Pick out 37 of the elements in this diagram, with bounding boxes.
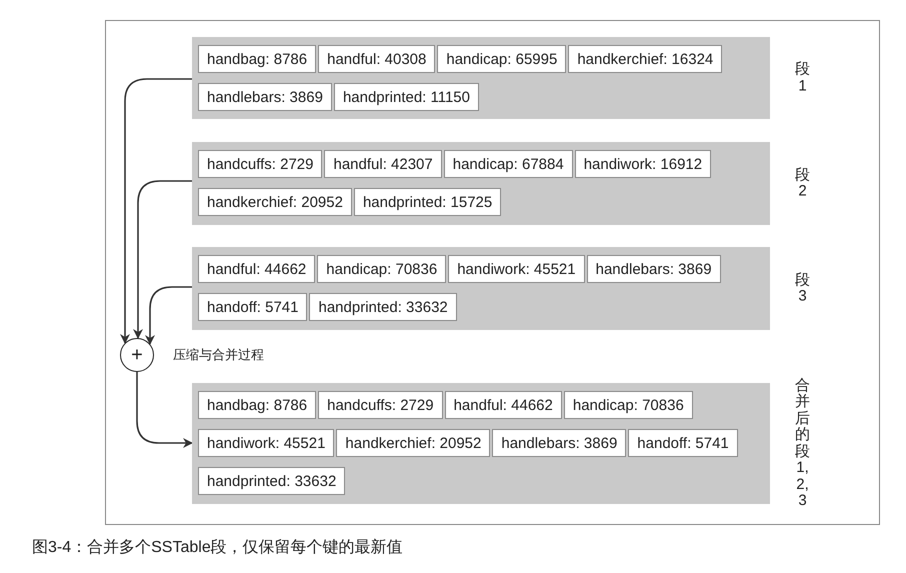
key-value-entry: handlebars: 3869 xyxy=(198,83,332,111)
key-value-entry: handkerchief: 16324 xyxy=(568,45,722,73)
key-value-entry: handlebars: 3869 xyxy=(586,255,721,283)
key-value-entry: handprinted: 33632 xyxy=(309,293,457,321)
figure-caption: 图3-4：合并多个SSTable段，仅保留每个键的最新值 xyxy=(32,538,403,558)
key-value-entry: handful: 40308 xyxy=(318,45,436,73)
key-value-entry: handcuffs: 2729 xyxy=(198,150,322,178)
key-value-entry: handful: 44662 xyxy=(198,255,316,283)
key-value-entry: handbag: 8786 xyxy=(198,45,316,73)
key-value-entry: handbag: 8786 xyxy=(198,391,316,419)
arrow xyxy=(120,78,192,344)
segment-label: 段 1 xyxy=(795,62,810,94)
segment-label: 合并后的段1,2,3 xyxy=(795,378,810,510)
key-value-entry: handoff: 5741 xyxy=(198,293,308,321)
segment-label: 段 3 xyxy=(795,272,810,305)
arrow xyxy=(136,372,193,448)
key-value-entry: handprinted: 15725 xyxy=(354,188,502,216)
arrow xyxy=(133,180,192,340)
key-value-entry: handful: 44662 xyxy=(444,391,562,419)
key-value-entry: handiwork: 45521 xyxy=(448,255,585,283)
process-label: 压缩与合并过程 xyxy=(173,346,264,364)
key-value-entry: handicap: 70836 xyxy=(317,255,446,283)
key-value-entry: handlebars: 3869 xyxy=(492,429,626,457)
key-value-entry: handful: 42307 xyxy=(324,150,442,178)
key-value-entry: handkerchief: 20952 xyxy=(336,429,490,457)
key-value-entry: handprinted: 33632 xyxy=(198,467,346,495)
key-value-entry: handiwork: 16912 xyxy=(574,150,712,178)
key-value-entry: handicap: 65995 xyxy=(437,45,566,73)
key-value-entry: handprinted: 11150 xyxy=(334,83,479,111)
arrow xyxy=(145,286,192,346)
key-value-entry: handcuffs: 2729 xyxy=(318,391,443,419)
key-value-entry: handoff: 5741 xyxy=(628,429,738,457)
key-value-entry: handicap: 70836 xyxy=(564,391,693,419)
segment-label: 段 2 xyxy=(795,167,810,200)
key-value-entry: handicap: 67884 xyxy=(444,150,573,178)
key-value-entry: handiwork: 45521 xyxy=(198,429,334,457)
key-value-entry: handkerchief: 20952 xyxy=(198,188,352,216)
